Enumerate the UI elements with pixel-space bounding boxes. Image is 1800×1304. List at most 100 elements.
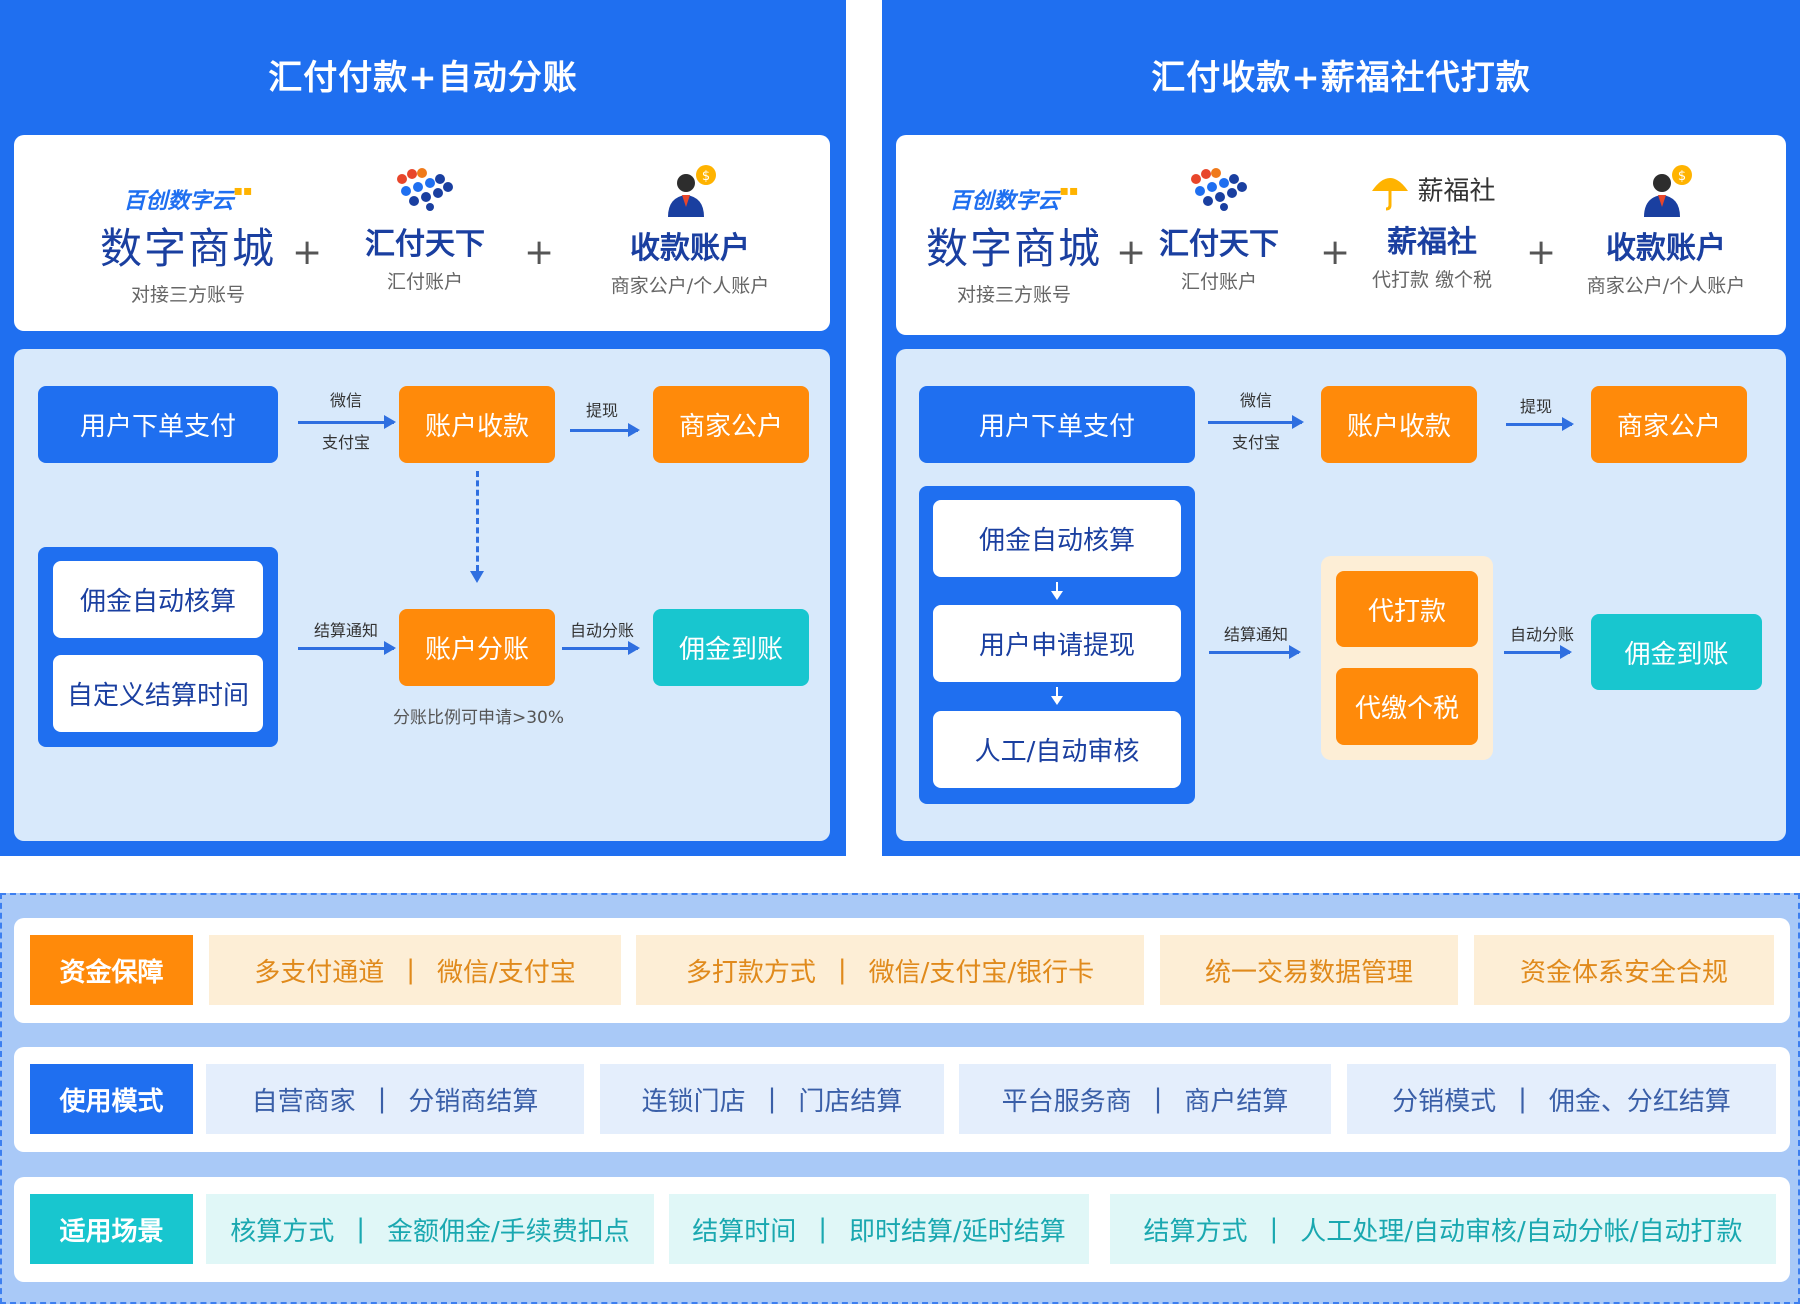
band-cell: 结算时间|即时结算/延时结算 (669, 1194, 1089, 1264)
logo-sub: 汇付账户 (1180, 271, 1257, 293)
plus-icon: + (524, 232, 555, 273)
arrow-label-withdraw: 提现 (585, 401, 618, 420)
band-tag: 适用场景 (30, 1194, 193, 1264)
arrow-label-notice: 结算通知 (313, 621, 378, 640)
arrow-label-wechat: 微信 (329, 391, 362, 410)
pay-out-box: 代打款 (1336, 571, 1478, 647)
account-split-box: 账户分账 (399, 609, 555, 686)
huifu-logo (397, 168, 453, 211)
logo-sub: 商家公户/个人账户 (610, 275, 770, 297)
band-cell: 核算方式|金额佣金/手续费扣点 (206, 1194, 654, 1264)
logo-name: 汇付天下 (365, 227, 485, 262)
account-receive-box: 账户收款 (1321, 386, 1477, 463)
arrow-receive-merchant (570, 423, 640, 437)
logo-sub: 对接三方账号 (956, 284, 1071, 306)
band-scenarios: 适用场景 核算方式|金额佣金/手续费扣点 结算时间|即时结算/延时结算 结算方式… (14, 1177, 1790, 1282)
arrow-pay-receive (1208, 415, 1304, 429)
plus-icon: + (1526, 232, 1557, 273)
band-cell: 分销模式|佣金、分红结算 (1347, 1064, 1776, 1134)
left-flow-area: 用户下单支付 微信 支付宝 账户收款 提现 商家公户 佣金自动核算 自定义结算时… (14, 349, 830, 841)
band-fund-security: 资金保障 多支付通道|微信/支付宝 多打款方式|微信/支付宝/银行卡 统一交易数… (14, 918, 1790, 1023)
right-panel: 汇付收款+薪福社代打款 百创数字云▪▪ 数字商城 对接三方账号 + 汇付天下 汇… (882, 0, 1800, 856)
arrow-notice-split (298, 641, 396, 655)
logo-sub: 代打款 缴个税 (1371, 269, 1493, 291)
logo-sub: 商家公户/个人账户 (1586, 275, 1746, 297)
businessman-coin-icon: $ (668, 165, 716, 217)
arrow-label-wechat: 微信 (1239, 391, 1272, 410)
commission-arrive-box: 佣金到账 (1591, 614, 1762, 690)
svg-text:$: $ (702, 169, 710, 184)
arrow-label-withdraw: 提现 (1519, 397, 1552, 416)
payout-group: 代打款 代缴个税 (1321, 556, 1493, 760)
settlement-group: 佣金自动核算 自定义结算时间 (38, 547, 278, 747)
merchant-account-box: 商家公户 (653, 386, 809, 463)
account-receive-box: 账户收款 (399, 386, 555, 463)
logo-xinfushe: 薪福社 薪福社 代打款 缴个税 (1352, 167, 1512, 292)
plus-icon: + (292, 232, 323, 273)
plus-icon: + (1320, 232, 1351, 273)
band-tag: 资金保障 (30, 935, 193, 1005)
right-flow-area: 用户下单支付 微信 支付宝 账户收款 提现 商家公户 佣金自动核算 用户申请提现… (896, 349, 1786, 841)
commission-arrive-box: 佣金到账 (653, 609, 809, 686)
band-cell: 自营商家|分销商结算 (206, 1064, 584, 1134)
umbrella-icon (1372, 178, 1409, 211)
left-panel-title: 汇付付款+自动分账 (268, 58, 578, 98)
feature-bands: 资金保障 多支付通道|微信/支付宝 多打款方式|微信/支付宝/银行卡 统一交易数… (0, 893, 1800, 1304)
logo-sub: 汇付账户 (386, 271, 463, 293)
band-cell: 多打款方式|微信/支付宝/银行卡 (636, 935, 1144, 1005)
step-apply-withdraw: 用户申请提现 (933, 605, 1181, 682)
left-panel: 汇付付款+自动分账 百创数字云▪▪ 数字商城 对接三方账号 + 汇付天下 汇付账… (0, 0, 846, 856)
logo-receive-account: $ 收款账户 商家公户/个人账户 (590, 163, 790, 298)
left-logo-card: 百创数字云▪▪ 数字商城 对接三方账号 + 汇付天下 汇付账户 + $ (14, 135, 830, 331)
arrow-payout-arrive (1504, 645, 1572, 659)
logo-name: 数字商城 (99, 224, 276, 273)
band-cell: 多支付通道|微信/支付宝 (209, 935, 621, 1005)
arrow-pay-receive (298, 415, 396, 429)
tax-box: 代缴个税 (1336, 668, 1478, 745)
dashed-arrow-head (470, 571, 484, 583)
arrow-label-auto-split: 自动分账 (569, 621, 634, 640)
commission-calc-box: 佣金自动核算 (53, 561, 263, 638)
arrow-label-notice: 结算通知 (1223, 625, 1288, 644)
huifu-logo (1191, 168, 1247, 211)
right-panel-title: 汇付收款+薪福社代打款 (1151, 58, 1531, 98)
arrow-label-alipay: 支付宝 (1231, 433, 1280, 452)
logo-receive-account: $ 收款账户 商家公户/个人账户 (1566, 163, 1766, 298)
xinfushe-brand: 薪福社 (1417, 176, 1496, 207)
dashed-arrow (476, 471, 479, 571)
logo-huifu: 汇付天下 汇付账户 (1144, 165, 1294, 294)
band-usage-mode: 使用模式 自营商家|分销商结算 连锁门店|门店结算 平台服务商|商户结算 分销模… (14, 1047, 1790, 1152)
baichuang-logo: 百创数字云▪▪ (123, 183, 253, 214)
down-arrow-icon (1051, 687, 1063, 705)
custom-time-box: 自定义结算时间 (53, 655, 263, 732)
arrow-receive-merchant (1506, 417, 1574, 431)
logo-huifu: 汇付天下 汇付账户 (350, 165, 500, 294)
step-review: 人工/自动审核 (933, 711, 1181, 788)
businessman-coin-icon: $ (1644, 165, 1692, 217)
band-cell: 连锁门店|门店结算 (600, 1064, 944, 1134)
arrow-split-arrive (562, 641, 640, 655)
arrow-notice-payout (1209, 645, 1301, 659)
logo-name: 薪福社 (1387, 225, 1477, 260)
svg-text:$: $ (1678, 169, 1686, 184)
logo-name: 数字商城 (926, 224, 1103, 273)
band-cell: 资金体系安全合规 (1474, 935, 1774, 1005)
down-arrow-icon (1051, 582, 1063, 600)
user-pay-box: 用户下单支付 (919, 386, 1195, 463)
merchant-account-box: 商家公户 (1591, 386, 1747, 463)
logo-name: 收款账户 (630, 231, 750, 266)
logo-digital-mall: 百创数字云▪▪ 数字商城 对接三方账号 (926, 183, 1102, 307)
logo-digital-mall: 百创数字云▪▪ 数字商城 对接三方账号 (90, 183, 286, 307)
step-commission-calc: 佣金自动核算 (933, 500, 1181, 577)
logo-name: 收款账户 (1606, 231, 1726, 266)
band-cell: 结算方式|人工处理/自动审核/自动分帐/自动打款 (1110, 1194, 1776, 1264)
band-cell: 平台服务商|商户结算 (959, 1064, 1331, 1134)
logo-sub: 对接三方账号 (130, 284, 245, 306)
arrow-label-auto-split: 自动分账 (1509, 625, 1574, 644)
process-group: 佣金自动核算 用户申请提现 人工/自动审核 (919, 486, 1195, 804)
right-logo-card: 百创数字云▪▪ 数字商城 对接三方账号 + 汇付天下 汇付账户 + (896, 135, 1786, 335)
plus-icon: + (1116, 232, 1147, 273)
baichuang-logo: 百创数字云▪▪ (949, 183, 1079, 214)
logo-name: 汇付天下 (1159, 227, 1279, 262)
band-tag: 使用模式 (30, 1064, 193, 1134)
